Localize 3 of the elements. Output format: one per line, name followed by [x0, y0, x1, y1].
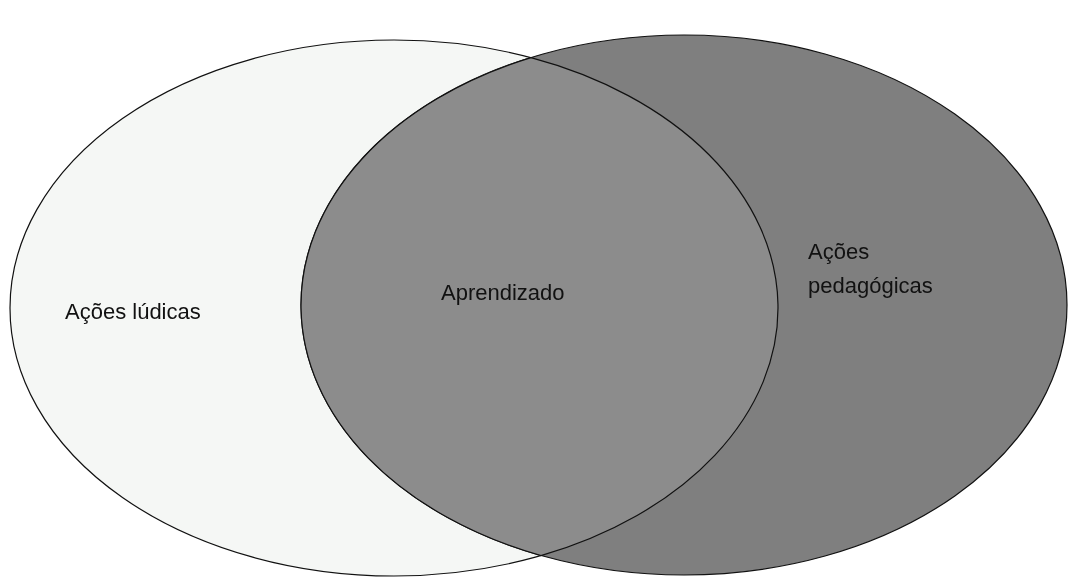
set-label: Ações lúdicas [65, 298, 201, 326]
set-label: Aprendizado [441, 279, 565, 307]
set-label: Ações pedagógicas [808, 238, 934, 300]
